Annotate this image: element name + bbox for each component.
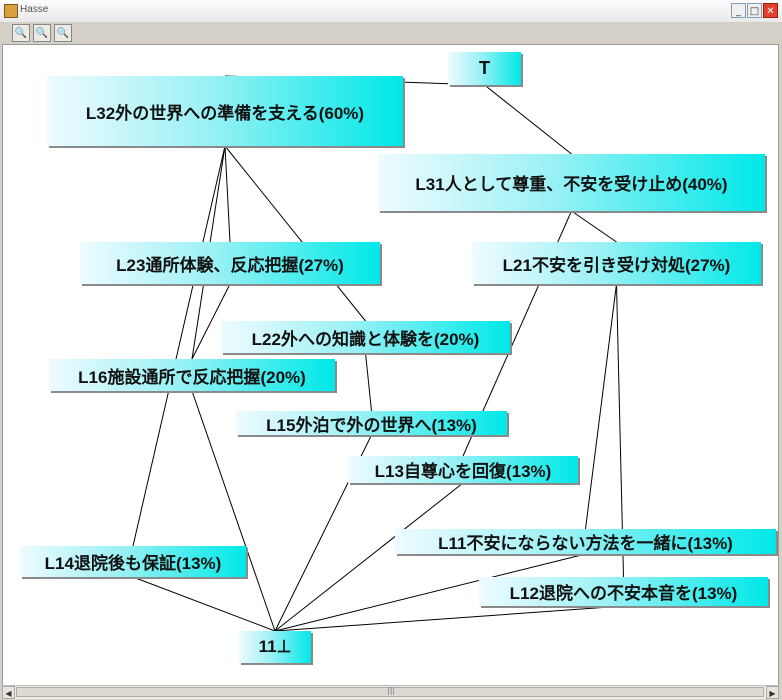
node-l31[interactable]: L31人として尊重、不安を受け止め(40%)	[378, 154, 765, 211]
scroll-grip-icon: |||	[387, 686, 396, 695]
node-bot[interactable]: 11⊥	[239, 631, 311, 663]
zoom-reset-button[interactable]: 🔍	[54, 24, 72, 42]
edge-l11-bot	[274, 553, 586, 632]
zoom-in-button[interactable]: 🔍	[12, 24, 30, 42]
maximize-button[interactable]: □	[747, 3, 762, 18]
scroll-thumb[interactable]: |||	[16, 686, 764, 697]
node-l32[interactable]: L32外の世界への準備を支える(60%)	[47, 76, 403, 146]
node-l22[interactable]: L22外への知識と体験を(20%)	[221, 321, 510, 353]
edge-l32-l23	[224, 145, 231, 243]
edge-l31-l21	[571, 210, 617, 243]
node-l11[interactable]: L11不安にならない方法を一緒に(13%)	[395, 529, 776, 554]
close-button[interactable]: ✕	[763, 3, 778, 18]
node-l16[interactable]: L16施設通所で反応把握(20%)	[49, 359, 335, 391]
node-l13[interactable]: L13自尊心を回復(13%)	[348, 456, 578, 483]
diagram-edges	[132, 75, 624, 632]
node-l23[interactable]: L23通所体験、反応把握(27%)	[80, 242, 380, 284]
zoom-out-icon: 🔍	[35, 28, 49, 39]
node-l15[interactable]: L15外泊で外の世界へ(13%)	[236, 411, 507, 435]
edge-l22-l15	[365, 352, 372, 412]
zoom-reset-icon: 🔍	[56, 28, 70, 39]
node-t[interactable]: T	[448, 52, 521, 85]
title-bar: Hasse _ □ ✕	[0, 0, 782, 23]
edge-l21-l11	[585, 283, 617, 530]
scroll-left-arrow[interactable]: ◀	[2, 686, 15, 699]
edge-l23-l16	[191, 283, 231, 360]
edge-l16-bot	[191, 390, 276, 632]
edge-l13-bot	[274, 482, 464, 632]
zoom-in-icon: 🔍	[14, 28, 28, 39]
edge-l32-l14	[132, 145, 226, 547]
edge-t-l31	[484, 84, 572, 155]
toolbar: 🔍 🔍 🔍	[0, 22, 782, 44]
zoom-out-button[interactable]: 🔍	[33, 24, 51, 42]
app-icon	[4, 4, 18, 18]
edge-l32-l22	[224, 145, 366, 322]
scroll-right-arrow[interactable]: ▶	[766, 686, 779, 699]
edge-l21-l12	[616, 283, 624, 578]
edge-l12-bot	[274, 605, 624, 632]
hasse-diagram-canvas[interactable]: T L32外の世界への準備を支える(60%) L31人として尊重、不安を受け止め(4…	[2, 44, 779, 686]
node-l12[interactable]: L12退院への不安本音を(13%)	[479, 577, 768, 606]
horizontal-scrollbar[interactable]: ◀ ||| ▶	[2, 685, 779, 699]
window-title: Hasse	[20, 4, 49, 15]
edge-l14-bot	[132, 576, 276, 632]
node-l14[interactable]: L14退院後も保証(13%)	[20, 546, 246, 577]
minimize-button[interactable]: _	[731, 3, 746, 18]
node-l21[interactable]: L21不安を引き受け対処(27%)	[472, 242, 761, 284]
